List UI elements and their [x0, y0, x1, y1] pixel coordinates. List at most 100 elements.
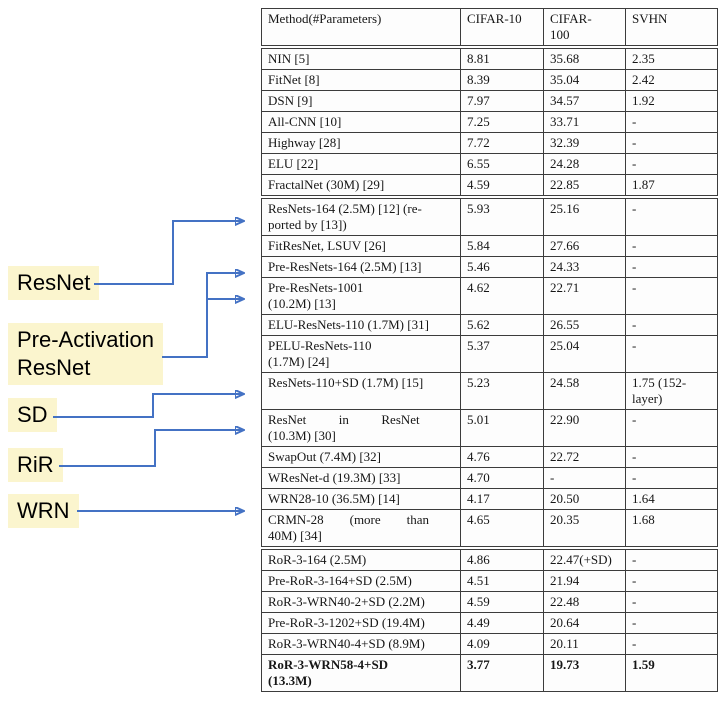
cifar10-cell: 5.37: [460, 335, 544, 373]
svhn-cell: -: [625, 591, 718, 613]
svhn-cell: -: [625, 335, 718, 373]
cifar10-cell: 4.51: [460, 570, 544, 592]
svhn-cell: -: [625, 198, 718, 236]
cifar10-cell: 8.81: [460, 48, 544, 70]
column-header: SVHN: [625, 8, 718, 46]
method-cell: Pre-ResNets-1001 (10.2M) [13]: [261, 277, 461, 315]
cifar10-cell: 5.84: [460, 235, 544, 257]
method-cell: RoR-3-164 (2.5M): [261, 549, 461, 571]
cifar100-cell: 24.58: [543, 372, 626, 410]
svhn-cell: -: [625, 570, 718, 592]
cifar100-cell: 20.64: [543, 612, 626, 634]
cifar10-cell: 4.62: [460, 277, 544, 315]
method-cell: ELU-ResNets-110 (1.7M) [31]: [261, 314, 461, 336]
cifar100-cell: 22.71: [543, 277, 626, 315]
cifar100-cell: 24.28: [543, 153, 626, 175]
cifar100-cell: 22.85: [543, 174, 626, 196]
svhn-cell: 1.87: [625, 174, 718, 196]
svhn-cell: -: [625, 549, 718, 571]
cifar100-cell: 32.39: [543, 132, 626, 154]
cifar100-cell: 20.35: [543, 509, 626, 547]
method-cell: WRN28-10 (36.5M) [14]: [261, 488, 461, 510]
cifar100-cell: 22.90: [543, 409, 626, 447]
cifar10-cell: 4.09: [460, 633, 544, 655]
cifar100-cell: 22.48: [543, 591, 626, 613]
method-cell: SwapOut (7.4M) [32]: [261, 446, 461, 468]
svhn-cell: 2.35: [625, 48, 718, 70]
cifar100-cell: 25.16: [543, 198, 626, 236]
method-cell: FractalNet (30M) [29]: [261, 174, 461, 196]
method-cell: DSN [9]: [261, 90, 461, 112]
method-cell: RoR-3-WRN40-2+SD (2.2M): [261, 591, 461, 613]
svhn-cell: -: [625, 633, 718, 655]
cifar10-cell: 8.39: [460, 69, 544, 91]
svhn-cell: -: [625, 153, 718, 175]
method-cell: NIN [5]: [261, 48, 461, 70]
cifar10-cell: 5.93: [460, 198, 544, 236]
sd-arrow-icon: [53, 394, 243, 418]
method-cell: ResNets-110+SD (1.7M) [15]: [261, 372, 461, 410]
svhn-cell: -: [625, 256, 718, 278]
svhn-cell: 1.68: [625, 509, 718, 547]
svhn-cell: 1.75 (152- layer): [625, 372, 718, 410]
svhn-cell: 1.59: [625, 654, 718, 692]
cifar100-cell: 26.55: [543, 314, 626, 336]
svhn-cell: -: [625, 612, 718, 634]
cifar100-cell: 21.94: [543, 570, 626, 592]
cifar10-cell: 5.23: [460, 372, 544, 410]
cifar10-cell: 3.77: [460, 654, 544, 692]
cifar100-cell: 25.04: [543, 335, 626, 373]
method-cell: CRMN-28 (more than 40M) [34]: [261, 509, 461, 547]
cifar10-cell: 4.59: [460, 174, 544, 196]
cifar100-cell: 35.68: [543, 48, 626, 70]
label-pre-activation-resnet: Pre-Activation ResNet: [8, 323, 163, 385]
cifar100-cell: 22.72: [543, 446, 626, 468]
method-cell: Pre-RoR-3-1202+SD (19.4M): [261, 612, 461, 634]
method-cell: ResNets-164 (2.5M) [12] (re- ported by […: [261, 198, 461, 236]
cifar10-cell: 7.97: [460, 90, 544, 112]
label-wrn: WRN: [8, 494, 79, 528]
cifar10-cell: 4.70: [460, 467, 544, 489]
svhn-cell: -: [625, 277, 718, 315]
cifar10-cell: 6.55: [460, 153, 544, 175]
cifar10-cell: 4.76: [460, 446, 544, 468]
svhn-cell: 2.42: [625, 69, 718, 91]
svhn-cell: -: [625, 409, 718, 447]
column-header: CIFAR-10: [460, 8, 544, 46]
svhn-cell: -: [625, 314, 718, 336]
cifar100-cell: 27.66: [543, 235, 626, 257]
column-header: Method(#Parameters): [261, 8, 461, 46]
resnet-arrow-icon: [94, 221, 243, 285]
method-cell: Pre-ResNets-164 (2.5M) [13]: [261, 256, 461, 278]
method-cell: PELU-ResNets-110 (1.7M) [24]: [261, 335, 461, 373]
label-resnet: ResNet: [8, 266, 100, 300]
method-cell: Pre-RoR-3-164+SD (2.5M): [261, 570, 461, 592]
method-cell: ResNet in ResNet (10.3M) [30]: [261, 409, 461, 447]
pre-activation-arrow-top-icon: [162, 273, 243, 358]
cifar100-cell: 24.33: [543, 256, 626, 278]
method-cell: FitNet [8]: [261, 69, 461, 91]
method-cell: RoR-3-WRN58-4+SD (13.3M): [261, 654, 461, 692]
cifar100-cell: 22.47(+SD): [543, 549, 626, 571]
cifar10-cell: 5.01: [460, 409, 544, 447]
svhn-cell: -: [625, 235, 718, 257]
cifar10-cell: 4.86: [460, 549, 544, 571]
svhn-cell: -: [625, 467, 718, 489]
method-cell: WResNet-d (19.3M) [33]: [261, 467, 461, 489]
